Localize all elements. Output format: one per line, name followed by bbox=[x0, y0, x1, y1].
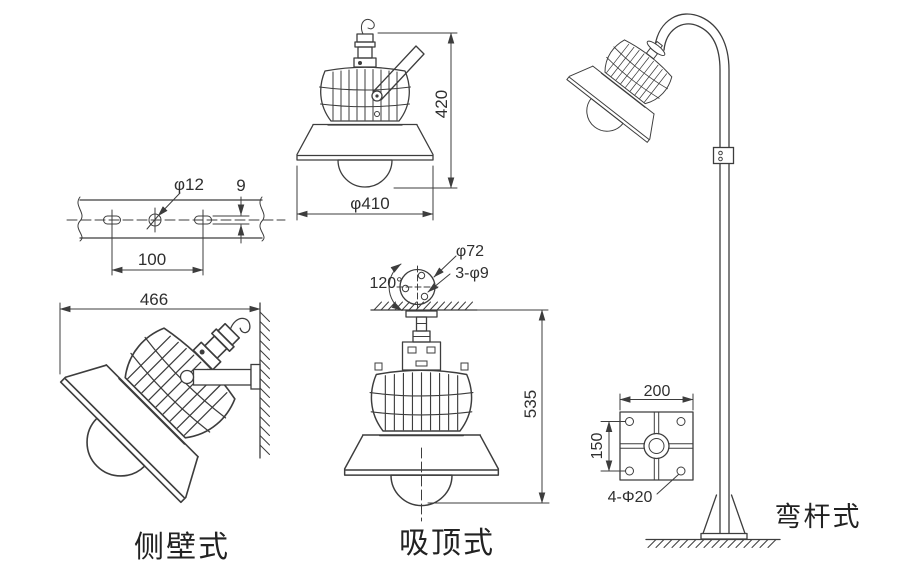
label-bent-pole-type: 弯杆式 bbox=[775, 502, 862, 532]
base-plate bbox=[619, 411, 694, 481]
dim-flange-dia: φ72 bbox=[456, 243, 484, 260]
dim-lamp-dia: φ410 bbox=[350, 194, 389, 213]
cable bbox=[360, 18, 375, 35]
ceiling-hatch bbox=[373, 301, 473, 311]
tilted-lamp bbox=[36, 299, 264, 527]
label-side-wall-type: 侧壁式 bbox=[134, 531, 230, 564]
mount-arm bbox=[179, 363, 261, 390]
dim-base-width: 200 bbox=[644, 383, 671, 400]
side-wall-mount-view: 466 侧壁式 bbox=[36, 290, 270, 564]
dim-ceiling-height: 535 bbox=[521, 390, 540, 418]
ceiling-mount-view: φ72 3-φ9 120° 535 吸顶式 bbox=[343, 243, 550, 560]
lamp-front-view: 420 φ410 bbox=[296, 18, 458, 221]
dim-bracket-span: 100 bbox=[138, 250, 166, 269]
dim-bracket-slot: 9 bbox=[236, 176, 245, 195]
dim-lamp-height: 420 bbox=[432, 90, 451, 118]
pole-outer bbox=[654, 13, 730, 534]
ground-hatch bbox=[647, 539, 777, 548]
dim-base-holes: 4-Φ20 bbox=[608, 489, 653, 506]
dim-bracket-hole-dia: φ12 bbox=[174, 175, 204, 194]
dim-side-width: 466 bbox=[140, 290, 168, 309]
bent-pole-mount-view: 弯杆式 bbox=[553, 13, 862, 548]
dim-flange-holes: 3-φ9 bbox=[455, 265, 489, 282]
label-ceiling-type: 吸顶式 bbox=[399, 527, 495, 560]
flange-top-detail: φ72 3-φ9 120° bbox=[369, 243, 489, 311]
pole-collar bbox=[712, 146, 735, 165]
dim-flange-angle: 120° bbox=[369, 275, 402, 292]
pole-lamp bbox=[553, 24, 691, 159]
cable bbox=[229, 317, 251, 334]
wall-hatch bbox=[259, 311, 270, 455]
pole-base-plate-detail: 200 150 4-Φ20 bbox=[589, 383, 694, 506]
pole-inner bbox=[663, 23, 721, 534]
wall-bracket-hole-detail: φ12 9 100 bbox=[66, 175, 286, 276]
base-gussets bbox=[702, 494, 746, 535]
base-foot bbox=[700, 532, 748, 540]
dim-base-span: 150 bbox=[589, 433, 606, 460]
